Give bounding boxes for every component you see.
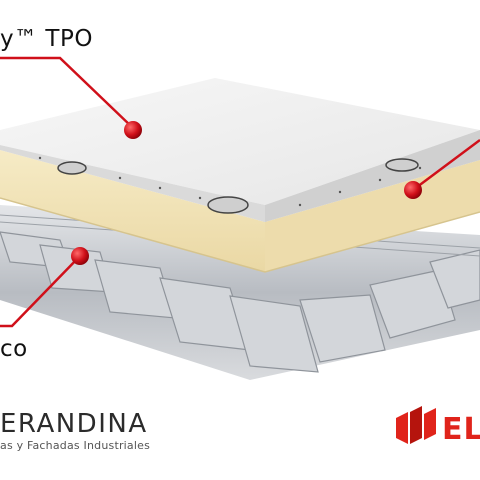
left-logo-tagline: as y Fachadas Industriales <box>0 439 151 452</box>
insulation-board <box>0 150 480 273</box>
left-logo-name: ERANDINA <box>0 409 148 439</box>
right-logo-name: EL <box>442 412 480 447</box>
tpo-membrane <box>0 78 480 222</box>
callout-deck <box>0 247 89 328</box>
left-company-logo: ERANDINA as y Fachadas Industriales <box>0 410 200 452</box>
right-company-logo: EL <box>392 404 480 450</box>
callout-insulation <box>404 138 480 199</box>
brand-logo-icon <box>396 406 436 444</box>
callout-dot-icon <box>404 181 422 199</box>
callout-dot-icon <box>71 247 89 265</box>
membrane-label: y™ TPO <box>0 26 93 52</box>
callout-dot-icon <box>124 121 142 139</box>
callout-membrane <box>0 56 142 139</box>
deck-label: co <box>0 336 28 362</box>
